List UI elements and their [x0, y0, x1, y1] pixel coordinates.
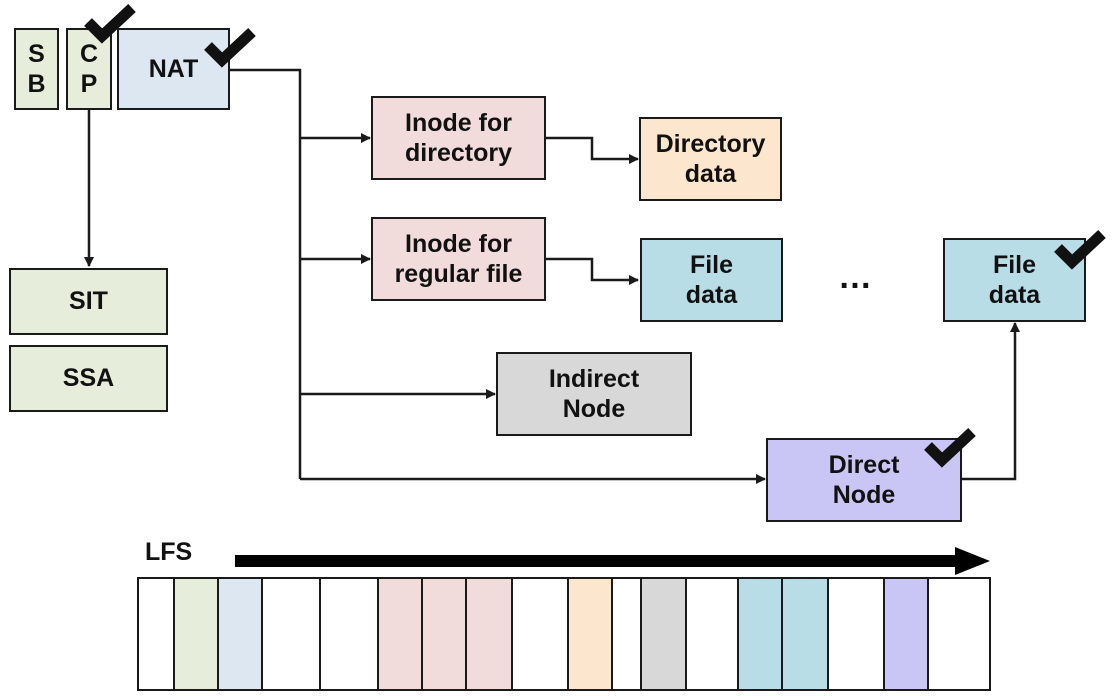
lfs-segment: [567, 577, 613, 691]
lfs-segment: [377, 577, 423, 691]
checkmark-icon: [84, 3, 136, 44]
file-data-box-1: File data: [640, 238, 783, 322]
lfs-segment: [640, 577, 687, 691]
lfs-segment: [465, 577, 513, 691]
lfs-segment: [173, 577, 219, 691]
inode-reg-line-2: regular file: [394, 260, 523, 288]
indirect-node-box: Indirect Node: [496, 352, 692, 436]
lfs-label: LFS: [145, 538, 193, 566]
checkmark-icon: [204, 27, 256, 68]
lfs-arrow-head: [955, 547, 990, 575]
file-data-2-line-1: File: [992, 251, 1037, 279]
lfs-segment: [217, 577, 263, 691]
nat-label: NAT: [148, 54, 199, 83]
direct-line-1: Direct: [828, 451, 900, 479]
lfs-segment: [781, 577, 829, 691]
lfs-segment: [927, 577, 991, 691]
lfs-segment: [511, 577, 569, 691]
sit-box: SIT: [9, 268, 168, 335]
direct-to-file-data-arrow: [962, 322, 1020, 481]
sb-line-2: B: [27, 70, 46, 98]
file-data-1-line-1: File: [689, 251, 734, 279]
directory-data-box: Directory data: [639, 117, 782, 201]
lfs-segment: [611, 577, 642, 691]
inode-directory-box: Inode for directory: [371, 96, 546, 180]
lfs-segment: [137, 577, 175, 691]
lfs-segment: [685, 577, 739, 691]
lfs-segment: [827, 577, 885, 691]
checkmark-icon: [1054, 229, 1106, 270]
dir-data-line-1: Directory: [655, 130, 766, 158]
checkmark-icon: [924, 427, 976, 468]
inode-reg-line-1: Inode for: [405, 230, 512, 258]
nat-box: NAT: [117, 28, 230, 110]
lfs-segment: [883, 577, 929, 691]
inode-reg-to-file-data-arrow: [546, 257, 639, 285]
cp-line-1: C: [79, 40, 99, 68]
ssa-box: SSA: [9, 345, 168, 412]
inode-dir-line-1: Inode for: [405, 109, 512, 137]
cp-line-2: P: [80, 70, 98, 98]
indirect-line-1: Indirect: [548, 365, 640, 393]
lfs-segment: [737, 577, 783, 691]
inode-dir-line-2: directory: [405, 139, 512, 167]
nat-trunk-line: [230, 68, 302, 479]
sit-label: SIT: [69, 287, 108, 316]
inode-regular-file-box: Inode for regular file: [371, 217, 546, 301]
lfs-segment: [319, 577, 379, 691]
direct-line-2: Node: [832, 481, 896, 509]
ssa-label: SSA: [62, 364, 115, 393]
direct-node-box: Direct Node: [766, 438, 962, 522]
file-data-2-line-2: data: [988, 281, 1041, 309]
file-data-1-line-2: data: [685, 281, 738, 309]
indirect-line-2: Node: [562, 395, 626, 423]
inode-dir-to-dir-data-arrow: [546, 136, 639, 164]
lfs-segment: [261, 577, 321, 691]
dir-data-line-2: data: [684, 160, 737, 188]
sb-box: S B: [14, 28, 59, 110]
lfs-segment: [421, 577, 467, 691]
sb-line-1: S: [28, 40, 45, 68]
ellipsis-text: …: [838, 258, 872, 296]
